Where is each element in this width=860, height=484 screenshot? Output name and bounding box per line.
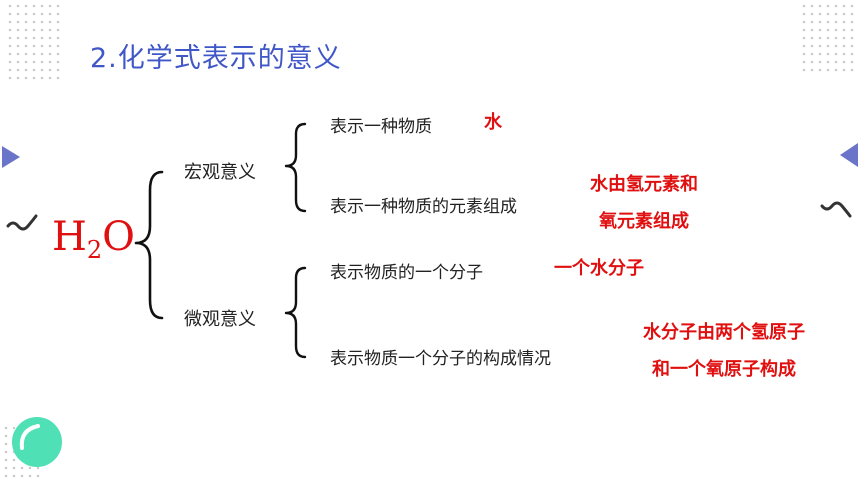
page-title: 2.化学式表示的意义 xyxy=(90,43,342,74)
micro-item-2: 表示物质一个分子的构成情况 xyxy=(330,349,551,369)
triangle-left-icon xyxy=(2,146,20,168)
micro-answer-2: 水分子由两个氢原子 和一个氧原子构成 xyxy=(643,322,805,380)
main-brace xyxy=(134,170,164,320)
macro-answer-2: 水由氢元素和 氧元素组成 xyxy=(590,174,698,232)
chemical-formula: H2O xyxy=(52,214,135,264)
macro-item-1: 表示一种物质 xyxy=(330,117,432,137)
micro-answer-1: 一个水分子 xyxy=(554,258,644,279)
macro-brace xyxy=(284,122,307,213)
dot-grid-top-right xyxy=(800,2,856,72)
squiggle-right-icon xyxy=(820,201,852,218)
micro-label: 微观意义 xyxy=(184,309,256,330)
macro-label: 宏观意义 xyxy=(184,162,256,183)
macro-answer-1: 水 xyxy=(484,112,502,133)
dot-grid-top-left xyxy=(6,2,64,82)
triangle-right-icon xyxy=(840,143,858,167)
accent-circle-icon xyxy=(12,417,62,467)
micro-item-1: 表示物质的一个分子 xyxy=(330,263,483,283)
micro-brace xyxy=(284,266,307,359)
macro-item-2: 表示一种物质的元素组成 xyxy=(330,197,517,217)
squiggle-left-icon xyxy=(6,214,38,231)
